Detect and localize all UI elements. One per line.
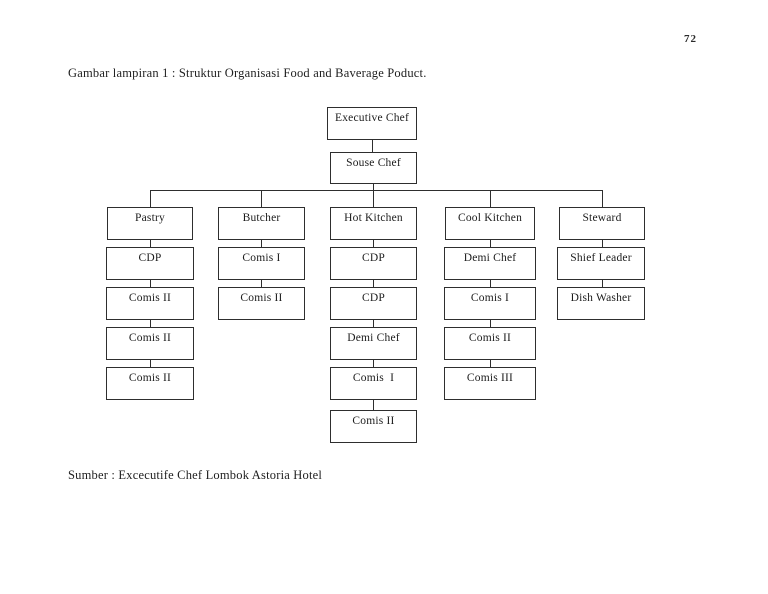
figure-caption: Gambar lampiran 1 : Struktur Organisasi … — [68, 66, 427, 80]
connector-line — [373, 240, 374, 247]
node-hot-kitchen-sub-4: Comis II — [330, 410, 417, 443]
page-number: 72 — [684, 33, 697, 45]
node-cool-kitchen-sub-2: Comis II — [444, 327, 536, 360]
connector-line — [373, 190, 374, 207]
node-pastry-sub-0: CDP — [106, 247, 194, 280]
node-cool-kitchen-sub-1: Comis I — [444, 287, 536, 320]
connector-line — [150, 360, 151, 367]
source-note: Sumber : Excecutife Chef Lombok Astoria … — [68, 468, 323, 482]
node-pastry-sub-1: Comis II — [106, 287, 194, 320]
connector-line — [373, 400, 374, 410]
node-pastry-sub-2: Comis II — [106, 327, 194, 360]
connector-line — [490, 240, 491, 247]
node-dept-hot-kitchen: Hot Kitchen — [330, 207, 417, 240]
node-cool-kitchen-sub-0: Demi Chef — [444, 247, 536, 280]
connector-line — [261, 280, 262, 287]
node-executive-chef: Executive Chef — [327, 107, 417, 140]
node-souse-chef: Souse Chef — [330, 152, 417, 184]
node-dept-pastry: Pastry — [107, 207, 193, 240]
node-hot-kitchen-sub-1: CDP — [330, 287, 417, 320]
node-butcher-sub-1: Comis II — [218, 287, 305, 320]
connector-line — [602, 240, 603, 247]
connector-line — [373, 320, 374, 327]
node-cool-kitchen-sub-3: Comis III — [444, 367, 536, 400]
connector-line — [490, 280, 491, 287]
connector-line — [373, 360, 374, 367]
node-steward-sub-0: Shief Leader — [557, 247, 645, 280]
connector-line — [373, 184, 374, 190]
connector-line — [261, 240, 262, 247]
connector-line — [150, 240, 151, 247]
connector-line — [261, 190, 262, 207]
node-dept-steward: Steward — [559, 207, 645, 240]
node-steward-sub-1: Dish Washer — [557, 287, 645, 320]
node-hot-kitchen-sub-0: CDP — [330, 247, 417, 280]
node-dept-butcher: Butcher — [218, 207, 305, 240]
node-hot-kitchen-sub-3: Comis I — [330, 367, 417, 400]
connector-line — [150, 280, 151, 287]
node-butcher-sub-0: Comis I — [218, 247, 305, 280]
connector-line — [490, 190, 491, 207]
node-hot-kitchen-sub-2: Demi Chef — [330, 327, 417, 360]
connector-line — [602, 280, 603, 287]
connector-line — [150, 190, 151, 207]
connector-line — [490, 360, 491, 367]
connector-line — [372, 140, 373, 152]
node-pastry-sub-3: Comis II — [106, 367, 194, 400]
connector-line — [150, 320, 151, 327]
connector-line — [150, 190, 602, 191]
node-dept-cool-kitchen: Cool Kitchen — [445, 207, 535, 240]
connector-line — [602, 190, 603, 207]
connector-line — [490, 320, 491, 327]
connector-line — [373, 280, 374, 287]
